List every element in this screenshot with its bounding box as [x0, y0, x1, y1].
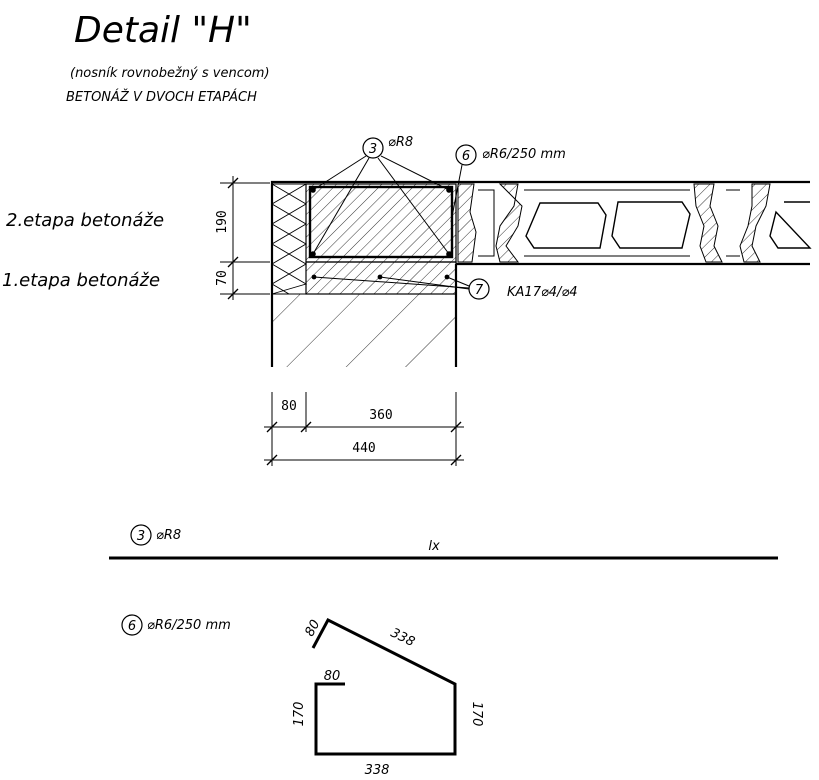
- vertical-dimensions: 190 70: [215, 176, 270, 300]
- slab-block-2: [524, 189, 690, 257]
- callout-6: 6 ⌀R6/250 mm: [450, 144, 566, 223]
- dim-440: 440: [352, 441, 375, 456]
- leader-7-a: [313, 276, 470, 289]
- bar-6-seg-hook-inner: 80: [324, 669, 341, 684]
- callout-6-text: ⌀R6/250 mm: [482, 147, 566, 162]
- ring-beam-concrete: [305, 183, 457, 263]
- dim-tick-bottom: [227, 288, 239, 300]
- slab-rib-1: [457, 183, 477, 263]
- section-detail: [270, 180, 812, 367]
- stirrup: [308, 185, 454, 259]
- callout-3-circle: [362, 137, 384, 159]
- leader-6: [450, 164, 463, 223]
- bar-6-seg-left: 170: [292, 702, 307, 727]
- bar-6-circle: [121, 614, 143, 636]
- bar-3-circle: [130, 524, 152, 546]
- tick-h-2: [300, 421, 312, 433]
- callout-6-number: 6: [462, 149, 470, 164]
- leader-7-c: [446, 276, 470, 287]
- dim-tick-top: [227, 177, 239, 189]
- bar-6-shape: [311, 618, 457, 756]
- callout-3-number: 3: [369, 142, 377, 157]
- slab-void-1: [525, 202, 607, 249]
- bar-6-seg-slope: 338: [388, 626, 417, 650]
- page-title: Detail "H": [74, 10, 252, 51]
- bar-6-seg-right: 170: [469, 702, 484, 727]
- section-outline: [270, 180, 810, 367]
- wall-masonry: [272, 294, 456, 367]
- dim-tick-mid: [227, 256, 239, 268]
- slab-rib-4: [739, 183, 771, 263]
- insulation-layer: [271, 183, 307, 295]
- callout-7-text: KA17⌀4/⌀4: [507, 285, 578, 300]
- bar-3-schedule: 3 ⌀R8 lx: [109, 524, 778, 560]
- slab-rib-2: [495, 183, 523, 263]
- bar-6-seg-bottom: 338: [365, 763, 390, 778]
- bar-3-number: 3: [137, 529, 145, 544]
- bar-6-number: 6: [128, 619, 136, 634]
- tick-h-5: [450, 454, 462, 466]
- leader-3-b: [312, 157, 370, 255]
- leader-3-d: [380, 155, 450, 191]
- bar-3-text: ⌀R8: [156, 528, 181, 543]
- callout-6-circle: [455, 144, 477, 166]
- leader-7-b: [379, 276, 470, 290]
- bar-6-seg-hook-top: 80: [302, 618, 323, 640]
- dim-190: 190: [215, 210, 230, 233]
- leader-3-a: [312, 155, 367, 191]
- slab-block-1: [478, 189, 495, 257]
- callout-7: 7 KA17⌀4/⌀4: [313, 276, 578, 300]
- tick-h-1: [266, 421, 278, 433]
- callout-3: 3 ⌀R8: [312, 135, 450, 255]
- dim-70: 70: [215, 270, 230, 286]
- slab-block-3: [726, 189, 740, 257]
- subtitle: (nosník rovnobežný s vencom): [70, 66, 270, 81]
- stage1-label: 1.etapa betonáže: [2, 270, 160, 291]
- tick-h-3: [450, 421, 462, 433]
- callout-3-text: ⌀R8: [388, 135, 413, 150]
- bar-6-text: ⌀R6/250 mm: [147, 618, 231, 633]
- horizontal-dimensions: 80 360 440: [264, 392, 464, 466]
- dim-80: 80: [281, 399, 297, 414]
- leader-3-c: [377, 157, 450, 255]
- stage2-label: 2.etapa betonáže: [6, 210, 164, 231]
- bar-6-schedule: 6 ⌀R6/250 mm 80 338 80 170 170 338: [121, 614, 484, 778]
- callout-7-number: 7: [475, 283, 484, 298]
- slab-rib-3: [693, 183, 723, 263]
- dim-360: 360: [369, 408, 392, 423]
- subtitle-concreting-stages: BETONÁŽ V DVOCH ETAPÁCH: [66, 89, 257, 105]
- slab-void-2: [611, 201, 691, 249]
- bar-3-length-label: lx: [428, 539, 440, 554]
- tick-h-4: [266, 454, 278, 466]
- slab-void-3: [769, 201, 812, 249]
